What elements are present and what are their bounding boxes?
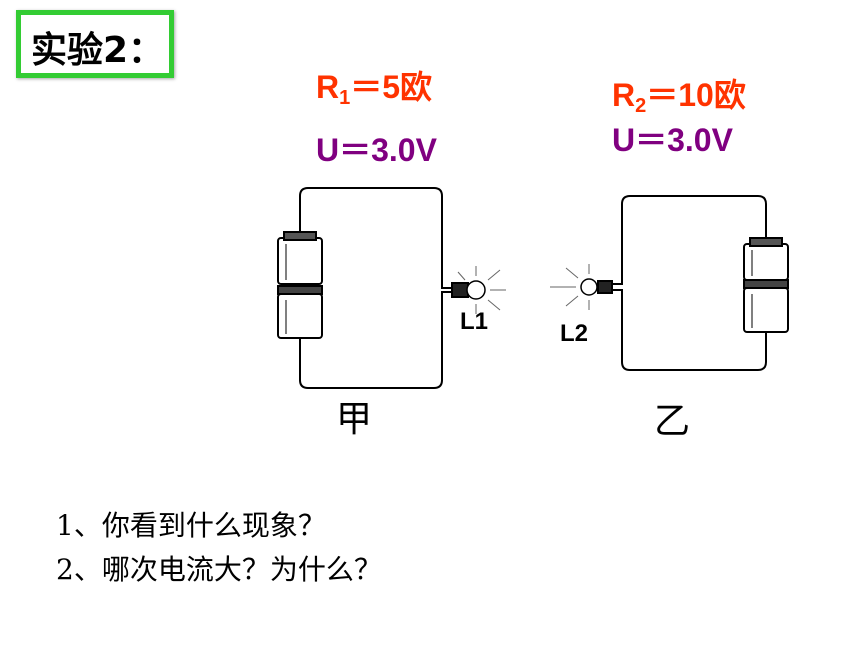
resistance-symbol: R (612, 77, 636, 113)
circuit-b-voltage: U＝3.0V (612, 122, 733, 158)
circuit-a-wire-bottom (299, 291, 462, 389)
circuit-a-drawing (277, 187, 506, 389)
circuit-a-wire (299, 187, 462, 289)
resistance-subscript: 2 (635, 95, 647, 117)
resistance-subscript: 1 (339, 87, 351, 109)
battery-icon (743, 237, 789, 333)
circuit-b-wire (604, 195, 767, 285)
resistance-value: ＝5欧 (350, 69, 433, 105)
lamp-l1-label: L1 (460, 308, 489, 335)
circuit-b-wire-bottom (604, 289, 767, 371)
circuit-a-resistance: R1＝5欧 (316, 62, 432, 110)
resistance-value: ＝10欧 (646, 77, 746, 113)
circuit-b-resistance: R2＝10欧 (612, 70, 746, 118)
experiment-title-box: 实验2： (16, 10, 174, 78)
circuit-a-voltage: U＝3.0V (316, 132, 437, 168)
lamp-l2-label: L2 (560, 320, 589, 347)
lamp-l2-icon (550, 264, 613, 310)
question-2: 2、哪次电流大？为什么？ (56, 553, 382, 586)
resistance-symbol: R (316, 69, 340, 105)
battery-icon (277, 231, 323, 339)
circuit-b-name: 乙 (654, 401, 691, 442)
experiment-title: 实验2： (31, 30, 165, 71)
circuit-a-name: 甲 (336, 399, 373, 440)
circuit-b-drawing (550, 195, 789, 371)
question-1: 1、你看到什么现象？ (56, 509, 326, 542)
lamp-l1-icon (451, 266, 506, 314)
